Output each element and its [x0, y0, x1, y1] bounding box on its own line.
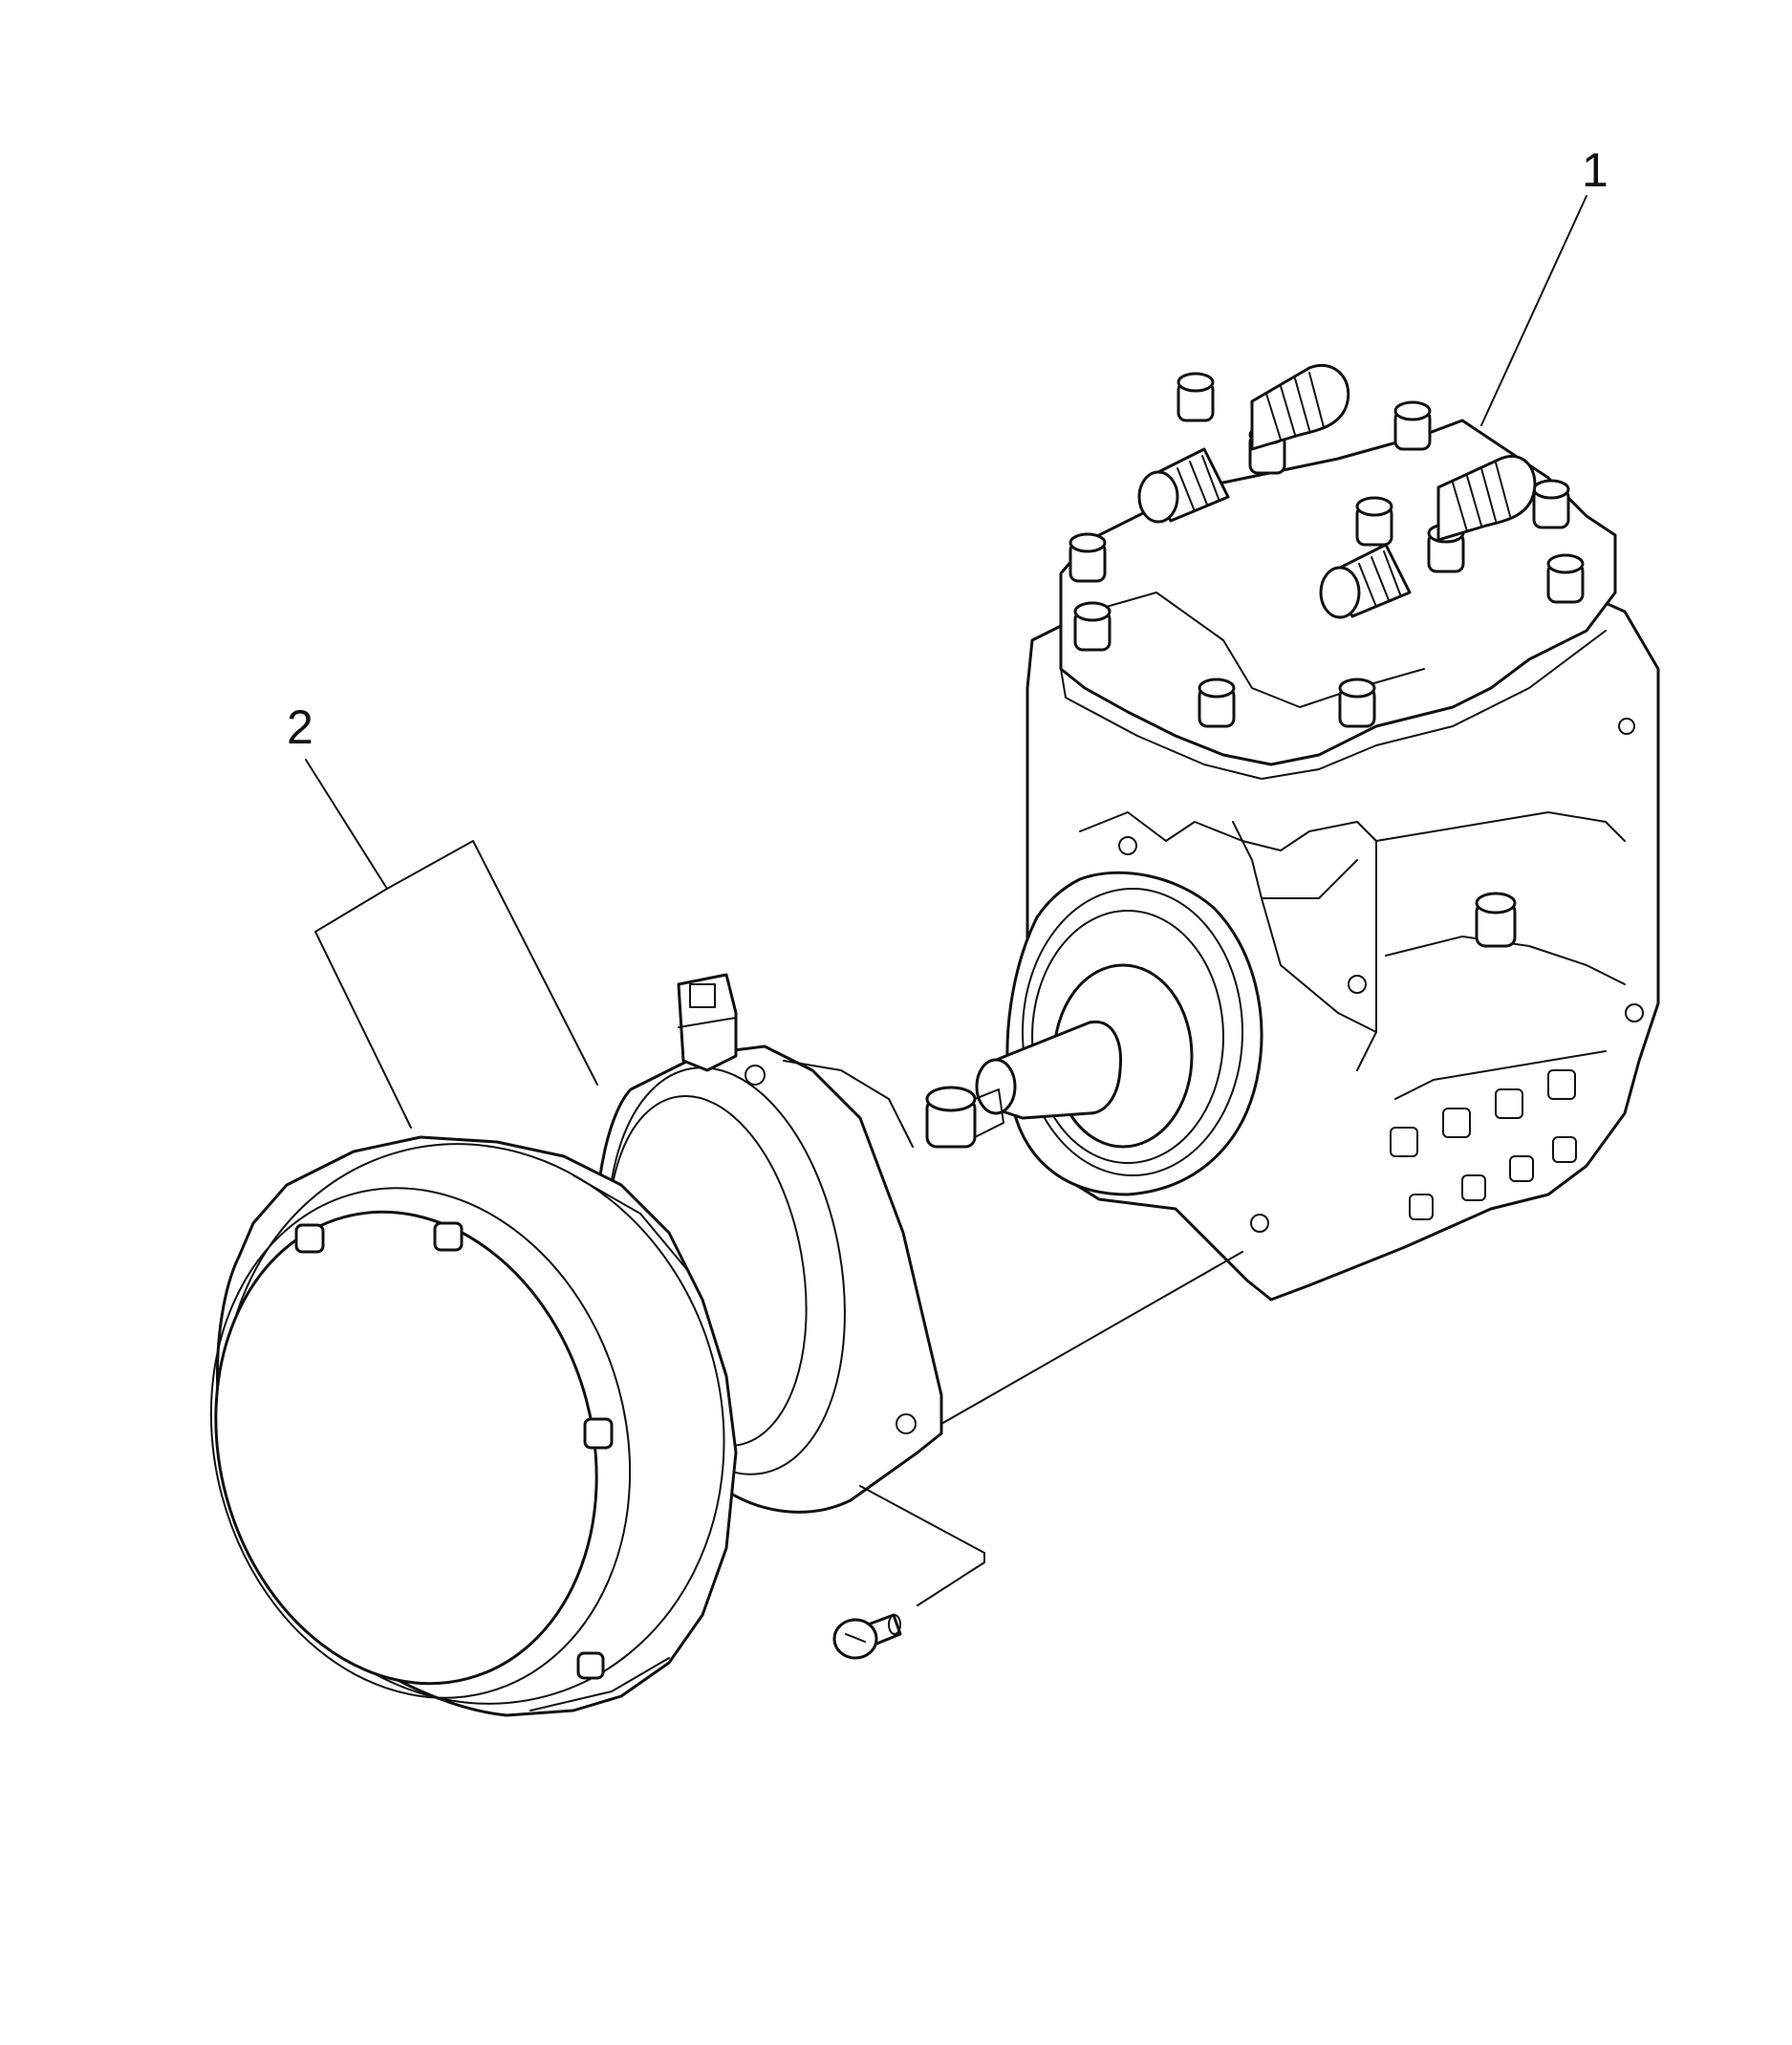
crankcase-edge — [1356, 821, 1377, 1071]
seal-ring-outer — [1022, 888, 1243, 1176]
assembly-line — [940, 1251, 1243, 1425]
callout-2[interactable]: 2 — [287, 700, 598, 1129]
pulley-face-ring — [209, 1187, 632, 1699]
callout-2-number: 2 — [287, 700, 313, 754]
pulley-face — [214, 1210, 598, 1686]
crankcase-rib-3 — [1385, 936, 1626, 985]
web-line-2 — [1261, 897, 1377, 1033]
callout-2-leader-b — [386, 840, 598, 1086]
compressor-assembly — [925, 364, 1660, 1302]
screw-leader — [859, 1485, 985, 1606]
seal-ring-inner — [1031, 910, 1224, 1164]
crankcase-rib — [1079, 811, 1358, 851]
mounting-screw — [832, 1613, 902, 1660]
clutch-assembly — [209, 973, 1243, 1717]
shaft — [992, 1020, 1123, 1120]
callout-2-leader-a — [305, 759, 412, 1129]
callout-1[interactable]: 1 — [1480, 143, 1608, 426]
refrigerant-fittings — [1137, 364, 1537, 619]
callout-1-leader — [1480, 195, 1587, 426]
crankcase-rib-2 — [1375, 811, 1626, 842]
pulley-rivets — [294, 1221, 614, 1680]
callout-1-number: 1 — [1582, 143, 1608, 197]
crankcase-rib-4 — [1394, 1050, 1607, 1100]
pulley-groove — [572, 1174, 689, 1272]
head-gasket-line — [1060, 630, 1607, 780]
pulley-groove-2 — [529, 1657, 670, 1711]
base-bolts — [1390, 1069, 1577, 1220]
coil-bracket-line — [783, 1060, 914, 1148]
